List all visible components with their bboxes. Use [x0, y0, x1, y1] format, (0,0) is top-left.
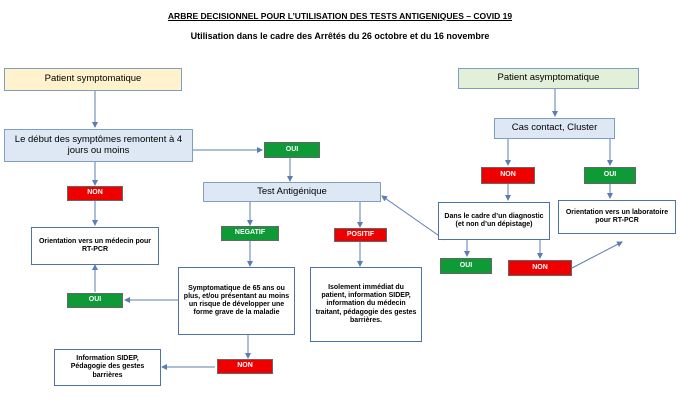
patient-symptomatique-box: Patient symptomatique: [4, 68, 182, 91]
depistage-label: Dans le cadre d’un diagnostic (et non d’…: [444, 212, 544, 228]
negatif-tag: NEGATIF: [221, 226, 279, 241]
oui-top-label: OUI: [285, 145, 299, 153]
orientation-medecin-box: Orientation vers un médecin pour RT-PCR: [31, 227, 159, 265]
oui-mid-label: OUI: [459, 261, 473, 269]
oui-right-label: OUI: [603, 171, 617, 179]
oui-right-tag: OUI: [584, 167, 636, 184]
diagram-title: ARBRE DECISIONNEL POUR L’UTILISATION DES…: [167, 11, 513, 21]
patient-asymptomatique-label: Patient asymptomatique: [497, 72, 600, 84]
isolement-label: Isolement immédiat du patient, informati…: [315, 284, 417, 324]
debut-symptomes-label: Le début des symptômes remontent à 4 jou…: [14, 133, 183, 156]
diagram-subtitle: Utilisation dans le cadre des Arrêtés du…: [190, 31, 490, 41]
oui-left-tag: OUI: [67, 293, 123, 308]
cas-contact-box: Cas contact, Cluster: [494, 118, 615, 139]
non-left-tag: NON: [67, 186, 123, 201]
information-sidep-label: Information SIDEP, Pédagogie des gestes …: [70, 355, 145, 379]
cas-contact-label: Cas contact, Cluster: [511, 122, 598, 134]
non-mid-label: NON: [532, 263, 548, 271]
non-right-tag: NON: [481, 167, 535, 184]
orientation-medecin-label: Orientation vers un médecin pour RT-PCR: [38, 237, 152, 253]
patient-symptomatique-label: Patient symptomatique: [44, 73, 142, 85]
test-antigenique-box: Test Antigénique: [203, 182, 381, 202]
non-mid-tag: NON: [508, 260, 572, 276]
symptomatique-65-label: Symptomatique de 65 ans ou plus, et/ou p…: [183, 284, 290, 317]
test-antigenique-label: Test Antigénique: [257, 185, 327, 197]
symptomatique-65-box: Symptomatique de 65 ans ou plus, et/ou p…: [178, 267, 295, 335]
depistage-box: Dans le cadre d’un diagnostic (et non d’…: [438, 202, 550, 240]
non-right-label: NON: [500, 171, 516, 179]
patient-asymptomatique-box: Patient asymptomatique: [458, 68, 639, 89]
orientation-labo-label: Orientation vers un laboratoire pour RT-…: [565, 208, 669, 224]
non-left-label: NON: [87, 189, 103, 197]
isolement-box: Isolement immédiat du patient, informati…: [310, 267, 422, 342]
information-sidep-box: Information SIDEP, Pédagogie des gestes …: [54, 349, 161, 386]
negatif-label: NEGATIF: [234, 229, 266, 237]
oui-mid-tag: OUI: [440, 258, 492, 274]
non-bottom-tag: NON: [217, 359, 273, 374]
positif-tag: POSITIF: [334, 228, 387, 242]
orientation-labo-box: Orientation vers un laboratoire pour RT-…: [558, 200, 676, 234]
oui-top-tag: OUI: [264, 142, 320, 158]
oui-left-label: OUI: [88, 296, 102, 304]
positif-label: POSITIF: [346, 230, 375, 238]
debut-symptomes-box: Le début des symptômes remontent à 4 jou…: [4, 129, 193, 162]
non-bottom-label: NON: [237, 362, 253, 370]
